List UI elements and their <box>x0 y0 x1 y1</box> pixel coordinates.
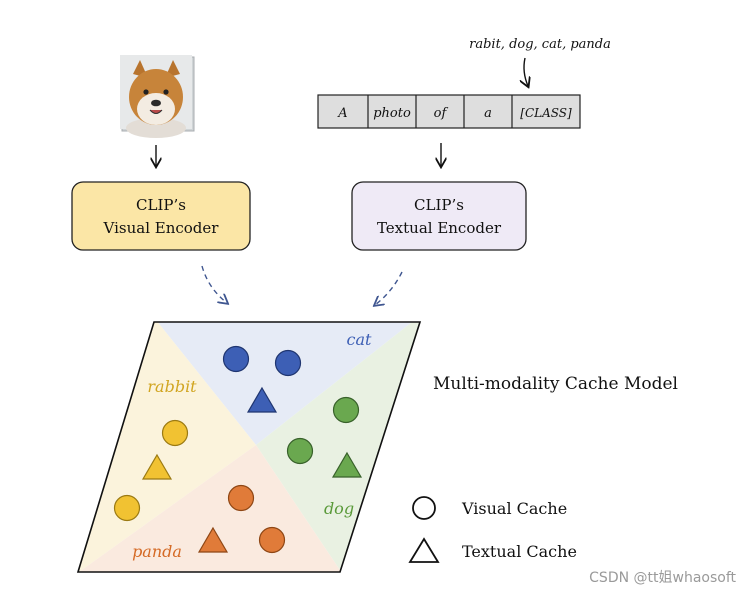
dog-visual-cache-1 <box>332 396 360 424</box>
token-a: A <box>337 106 347 121</box>
visual-encoder-line2: Visual Encoder <box>103 219 220 237</box>
visual-encoder-line1: CLIP’s <box>136 196 186 214</box>
legend-triangle-icon <box>408 537 440 563</box>
textual-encoder-line2: Textual Encoder <box>377 219 502 237</box>
class-list-text: rabit, dog, cat, panda <box>469 37 611 52</box>
textual-encoder-rect <box>351 181 527 251</box>
dog-photo <box>120 55 195 138</box>
cache-outline <box>76 321 422 573</box>
visual-encoder-rect <box>71 181 251 251</box>
label-cat: cat <box>347 330 373 349</box>
rabbit-textual-cache <box>141 453 173 480</box>
token-class: [CLASS] <box>520 106 572 120</box>
dog-visual-cache-2 <box>286 437 314 465</box>
label-panda: panda <box>132 542 182 561</box>
rabbit-visual-cache-2 <box>113 494 141 522</box>
textual-to-cache-arrow <box>375 271 403 305</box>
legend-visual-label: Visual Cache <box>461 499 567 518</box>
watermark: CSDN @tt姐whaosoft <box>589 570 736 586</box>
panda-visual-cache-1 <box>227 484 255 512</box>
panda-visual-cache-2 <box>258 526 286 554</box>
class-to-slot-arrow <box>524 57 528 86</box>
textual-encoder-box: CLIP’s Textual Encoder <box>351 181 527 251</box>
cat-visual-cache-2 <box>274 349 302 377</box>
region-panda <box>78 445 360 572</box>
cat-visual-cache-1 <box>222 345 250 373</box>
token-photo: photo <box>373 106 411 121</box>
cache-model-title: Multi-modality Cache Model <box>433 374 678 394</box>
token-a2: a <box>484 106 492 121</box>
prompt-tokens: A photo of a [CLASS] <box>317 94 581 129</box>
legend-textual-label: Textual Cache <box>462 542 577 561</box>
cat-textual-cache <box>246 386 278 413</box>
textual-encoder-line1: CLIP’s <box>414 196 464 214</box>
label-dog: dog <box>324 499 354 518</box>
panda-textual-cache <box>197 526 229 553</box>
legend-circle-icon <box>412 496 436 520</box>
rabbit-visual-cache-1 <box>161 419 189 447</box>
dog-textual-cache <box>331 451 363 478</box>
token-of: of <box>434 106 449 121</box>
visual-to-cache-arrow <box>201 265 227 303</box>
visual-encoder-box: CLIP’s Visual Encoder <box>71 181 251 251</box>
label-rabbit: rabbit <box>147 377 197 396</box>
